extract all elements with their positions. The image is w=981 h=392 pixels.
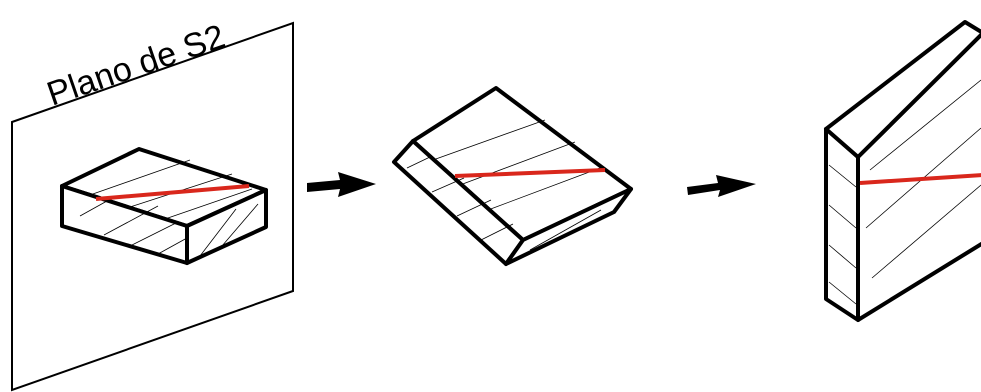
- right-arrow-icon: [687, 175, 756, 197]
- lineation-red-line: [859, 173, 981, 185]
- block-top-face: [824, 20, 981, 159]
- block-vertical: [824, 20, 981, 322]
- block-bottom-face: [504, 187, 633, 266]
- foliation-traces: [828, 79, 981, 305]
- block-on-plane: [60, 147, 268, 265]
- block-edge-face: [824, 127, 860, 322]
- block-rotated: [392, 86, 633, 266]
- lineation-red-line: [95, 184, 250, 201]
- right-arrow-icon: [307, 172, 376, 197]
- lineation-red-line: [454, 168, 606, 178]
- foliation-traces: [406, 119, 602, 251]
- block-side-face: [185, 188, 268, 265]
